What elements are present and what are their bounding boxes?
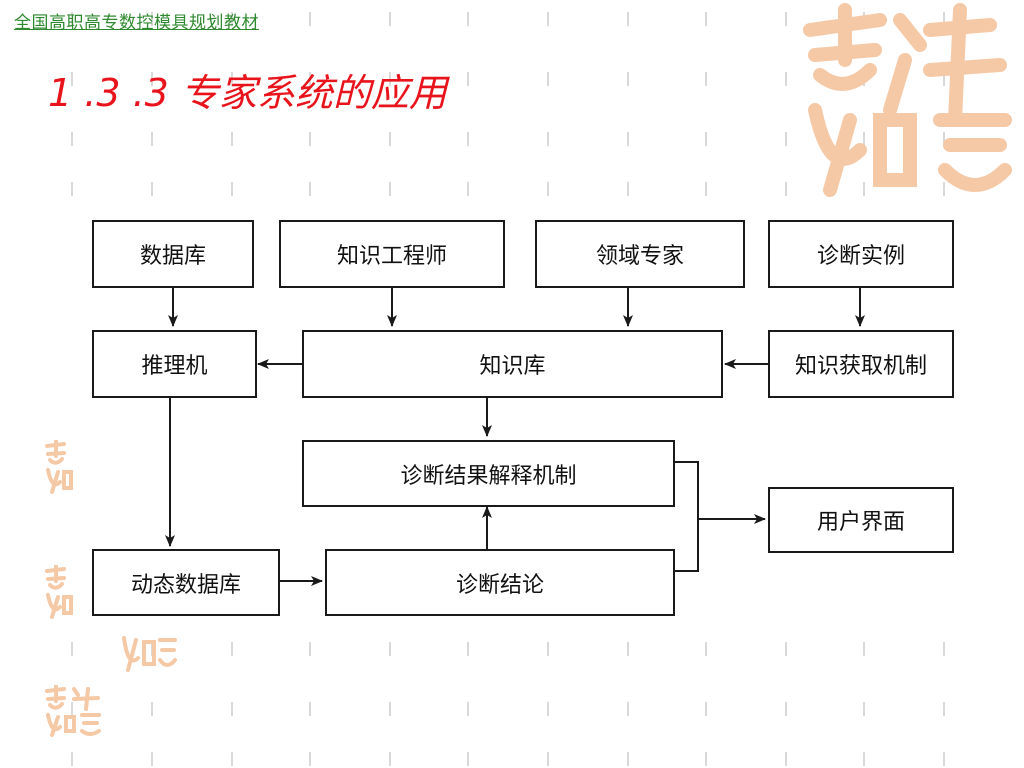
seal-small-4 [45, 685, 101, 737]
series-link[interactable]: 全国高职高专数控模具规划教材 [14, 13, 259, 33]
seal-small-2 [45, 565, 73, 619]
seal-small-1 [45, 440, 73, 494]
node-user-interface: 用户界面 [768, 487, 954, 553]
node-domain-expert-label: 领域专家 [595, 244, 684, 269]
node-database-label: 数据库 [139, 244, 206, 269]
seal-logo-large [803, 3, 1012, 197]
node-diagnostic-cases: 诊断实例 [768, 220, 954, 288]
seal-small-3 [122, 636, 177, 672]
node-knowledge-acquisition: 知识获取机制 [768, 330, 954, 398]
node-explanation-label: 诊断结果解释机制 [400, 463, 577, 489]
node-explanation: 诊断结果解释机制 [302, 440, 675, 507]
node-knowledge-engineer-label: 知识工程师 [336, 244, 447, 269]
node-user-interface-label: 用户界面 [816, 510, 905, 535]
node-knowledge-base: 知识库 [302, 330, 723, 398]
node-knowledge-acquisition-label: 知识获取机制 [794, 354, 927, 379]
node-database: 数据库 [92, 220, 254, 288]
node-domain-expert: 领域专家 [535, 220, 745, 288]
node-dynamic-database-label: 动态数据库 [130, 572, 241, 598]
node-dynamic-database: 动态数据库 [92, 549, 280, 616]
node-diagnostic-cases-label: 诊断实例 [816, 244, 905, 269]
slide-title: 1 .3 .3 专家系统的应用 [48, 71, 447, 115]
edge-explanation-to-ui-branch [675, 461, 699, 572]
node-conclusion: 诊断结论 [325, 549, 675, 616]
node-inference-engine-label: 推理机 [141, 354, 208, 379]
node-knowledge-engineer: 知识工程师 [279, 220, 505, 288]
node-inference-engine: 推理机 [92, 330, 257, 398]
node-knowledge-base-label: 知识库 [479, 354, 546, 379]
node-conclusion-label: 诊断结论 [455, 572, 544, 598]
